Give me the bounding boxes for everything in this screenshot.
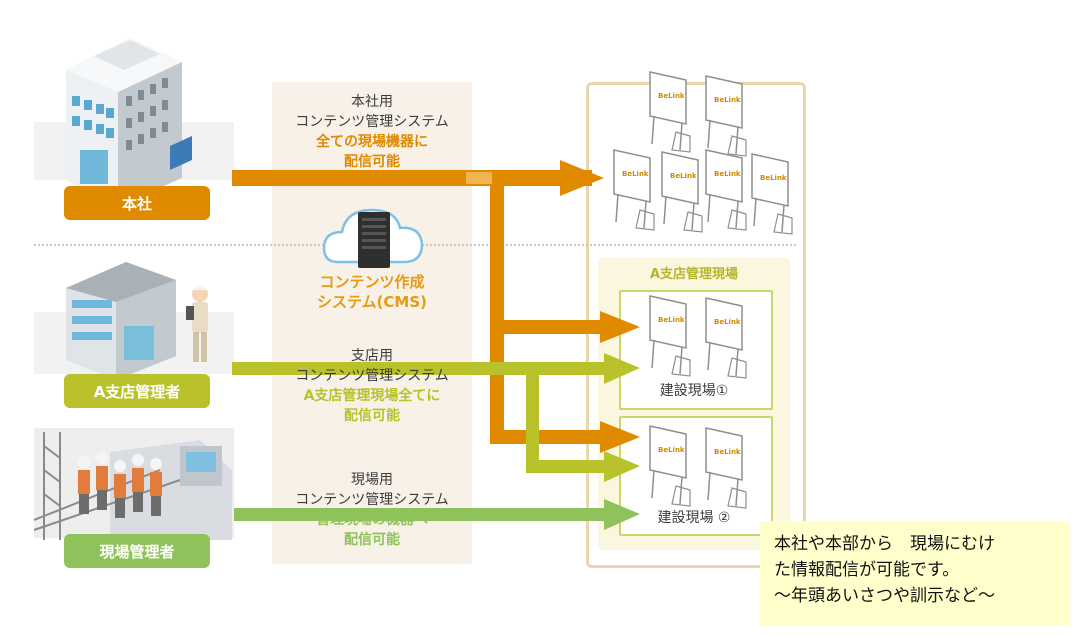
hq-arrow-head (560, 160, 604, 196)
hq-arrow-branch1 (490, 320, 610, 334)
branch-arrow-shaft (232, 362, 612, 375)
signage-text: BeLink (622, 170, 649, 178)
cms-line2: システム(CMS) (317, 293, 427, 311)
branch-system-line3: A支店管理現場全てに (303, 388, 441, 404)
branch-building-icon (66, 262, 176, 380)
hq-system-line3: 全ての現場機器に (316, 134, 428, 150)
signage-unit: BeLink (705, 427, 747, 509)
hq-arrows (232, 160, 640, 453)
site2-label: 建設現場 ② (657, 510, 731, 526)
site-arrow-head (604, 499, 640, 530)
signage-text: BeLink (658, 446, 685, 454)
signage-unit: BeLink (705, 75, 747, 157)
branch-arrow-lower-head (604, 451, 640, 482)
worker-group (78, 452, 162, 518)
branch-arrows (232, 353, 640, 482)
signage-unit: BeLink (649, 295, 691, 377)
hq-arrow-vertical (490, 178, 504, 444)
signage-text: BeLink (714, 448, 741, 456)
branch-system-text: 支店用 コンテンツ管理システム A支店管理現場全てに 配信可能 (272, 346, 472, 426)
site2-box (619, 416, 773, 536)
site-system-text: 現場用 コンテンツ管理システム 管理現場の機器へ 配信可能 (272, 470, 472, 550)
signage-unit: BeLink (705, 297, 747, 379)
signage-unit: BeLink (649, 425, 691, 507)
signage-unit: BeLink (751, 153, 793, 235)
hq-arrow-branch1-head (600, 311, 640, 343)
site-tag: 現場管理者 (64, 534, 210, 568)
hq-arrow-branch2 (490, 430, 610, 444)
site-system-line1: 現場用 (351, 472, 393, 488)
callout-line1: 本社や本部から 現場にむけ (774, 534, 995, 554)
branch-arrow-vertical (526, 362, 539, 470)
cms-line1: コンテンツ作成 (319, 273, 425, 291)
hq-arrow-highlight (466, 172, 492, 184)
hq-arrow-branch2-head (600, 421, 640, 453)
cloud-server-icon (322, 208, 424, 268)
digital-signage-icon: BeLink BeLink BeLink BeLink BeLink BeLin… (613, 71, 793, 509)
callout-line2: た情報配信が可能です。 (774, 560, 960, 580)
site-system-line3: 管理現場の機器へ (316, 512, 428, 528)
worker-icon (186, 285, 208, 362)
office-building-icon (66, 38, 192, 206)
hq-arrow-shaft (232, 170, 592, 186)
signage-text: BeLink (658, 92, 685, 100)
hq-system-text: 本社用 コンテンツ管理システム 全ての現場機器に 配信可能 (272, 92, 472, 172)
site-arrow-shaft (232, 508, 612, 521)
branch-system-line2: コンテンツ管理システム (295, 368, 449, 384)
hq-tag: 本社 (64, 186, 210, 220)
site1-label: 建設現場① (659, 383, 729, 399)
site1-box (619, 290, 773, 410)
signage-text: BeLink (714, 96, 741, 104)
signage-unit: BeLink (649, 71, 691, 153)
branch-arrow-lower (526, 460, 612, 473)
signage-text: BeLink (658, 316, 685, 324)
callout-note: 本社や本部から 現場にむけ た情報配信が可能です。 ～年頭あいさつや訓示など～ (760, 521, 1070, 625)
construction-site-icon (33, 428, 234, 540)
hq-system-line4: 配信可能 (344, 154, 400, 170)
signage-text: BeLink (714, 170, 741, 178)
hq-system-line2: コンテンツ管理システム (295, 114, 449, 130)
branch-tag: A支店管理者 (64, 374, 210, 408)
branch-system-line1: 支店用 (351, 348, 393, 364)
cms-label: コンテンツ作成 システム(CMS) (272, 272, 472, 312)
site-arrow (232, 499, 640, 530)
branch-system-line4: 配信可能 (344, 408, 400, 424)
signage-text: BeLink (760, 174, 787, 182)
system-panel (272, 82, 472, 564)
callout-line3: ～年頭あいさつや訓示など～ (774, 586, 995, 606)
branch-sites-title: A支店管理現場 (649, 267, 739, 282)
signage-text: BeLink (670, 172, 697, 180)
signage-unit: BeLink (613, 149, 655, 231)
site-system-line4: 配信可能 (344, 532, 400, 548)
site-system-line2: コンテンツ管理システム (295, 492, 449, 508)
signage-unit: BeLink (661, 151, 703, 233)
signage-text: BeLink (714, 318, 741, 326)
hq-system-line1: 本社用 (351, 94, 393, 110)
signage-unit: BeLink (705, 149, 747, 231)
branch-arrow-head (604, 353, 640, 384)
